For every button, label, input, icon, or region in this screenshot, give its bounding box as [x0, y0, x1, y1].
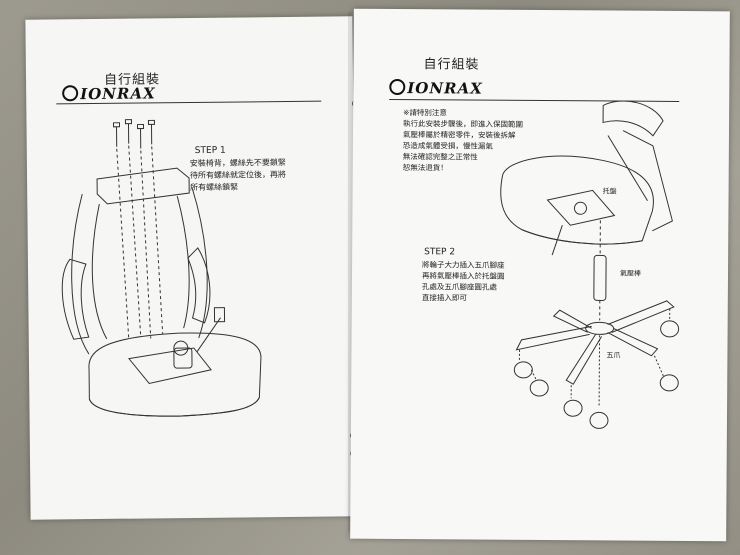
caster-wheel-icon [589, 335, 609, 429]
screw-icon [147, 119, 155, 145]
caster-wheel-icon [529, 369, 549, 397]
caster-wheel-icon [660, 308, 680, 338]
screw-icon [112, 122, 121, 147]
caster-wheel-icon [563, 385, 583, 417]
screw-icon [136, 123, 145, 149]
step1-chair-back-diagram [61, 119, 262, 417]
manual-left-page: 自行組裝 IONRAX STEP 1 安裝椅背，螺絲先不要鎖緊 待所有螺絲就定位… [25, 16, 358, 520]
step2-base-assembly-diagram [500, 100, 680, 429]
caster-wheel-icon [513, 349, 533, 379]
screw-icon [124, 119, 132, 144]
manual-right-page: 自行組裝 IONRAX ※請特別注意 執行此安裝步驟後，即進入保固範圍 氣壓棒屬… [350, 8, 730, 542]
caster-wheel-icon [653, 355, 679, 392]
